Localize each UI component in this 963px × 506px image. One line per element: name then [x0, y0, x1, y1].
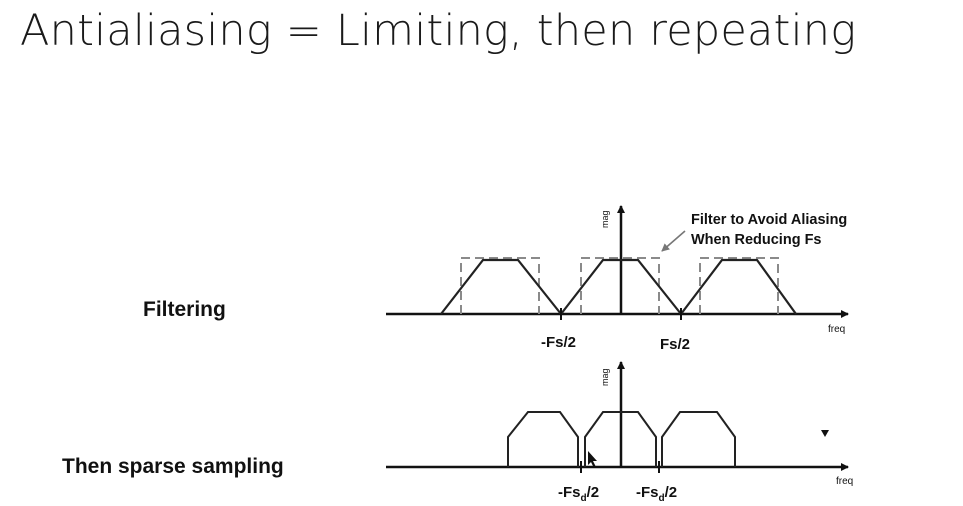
tick-label-neg-fsd2-right: -Fsd/2: [636, 484, 677, 504]
filter-windows: [460, 257, 779, 314]
tick-right-subscript: d: [659, 493, 665, 504]
filtering-x-axis-label: freq: [828, 324, 845, 335]
mouse-cursor-icon: [588, 451, 597, 468]
tick-right-tail: /2: [665, 484, 678, 501]
filtering-spectra: [440, 258, 797, 315]
annotation-pointer-arrow: [661, 230, 686, 252]
spectrum-copy-left: [440, 258, 562, 315]
annotation-line-2: When Reducing Fs: [691, 232, 822, 248]
filtering-y-axis-label: mag: [600, 210, 610, 228]
spectrum-copy-right: [680, 258, 797, 315]
sparse-x-axis-label: freq: [836, 476, 853, 487]
annotation-line-1: Filter to Avoid Aliasing: [691, 212, 847, 228]
sparse-y-axis-label: mag: [600, 368, 610, 386]
filtering-plot: mag freq -Fs/2 Fs/2 Filter to Avoid Alia…: [386, 205, 849, 353]
sparse-sampling-row-label: Then sparse sampling: [62, 455, 284, 478]
tick-label-fs2: Fs/2: [660, 336, 690, 353]
sparse-copy-3: [661, 411, 736, 467]
sparse-copy-1: [507, 411, 579, 467]
filter-window-left: [460, 257, 540, 314]
spectrum-copy-center: [560, 258, 682, 315]
sparse-copy-2: [584, 411, 657, 467]
sparse-spectra: [507, 411, 736, 467]
filtering-row-label: Filtering: [143, 298, 226, 321]
slide-title: Antialiasing = Limiting, then repeating: [20, 6, 857, 56]
tick-label-neg-fs2: -Fs/2: [541, 334, 576, 351]
tick-left-tail: /2: [587, 484, 600, 501]
sparse-sampling-plot: mag freq -Fsd/2 -Fsd/2: [386, 361, 853, 504]
filter-window-right: [699, 257, 779, 314]
tick-left-subscript: d: [581, 493, 587, 504]
tick-right-base: -Fs: [636, 484, 659, 501]
tick-label-neg-fsd2-left: -Fsd/2: [558, 484, 599, 504]
triangle-marker-icon: [821, 430, 829, 437]
tick-left-base: -Fs: [558, 484, 581, 501]
